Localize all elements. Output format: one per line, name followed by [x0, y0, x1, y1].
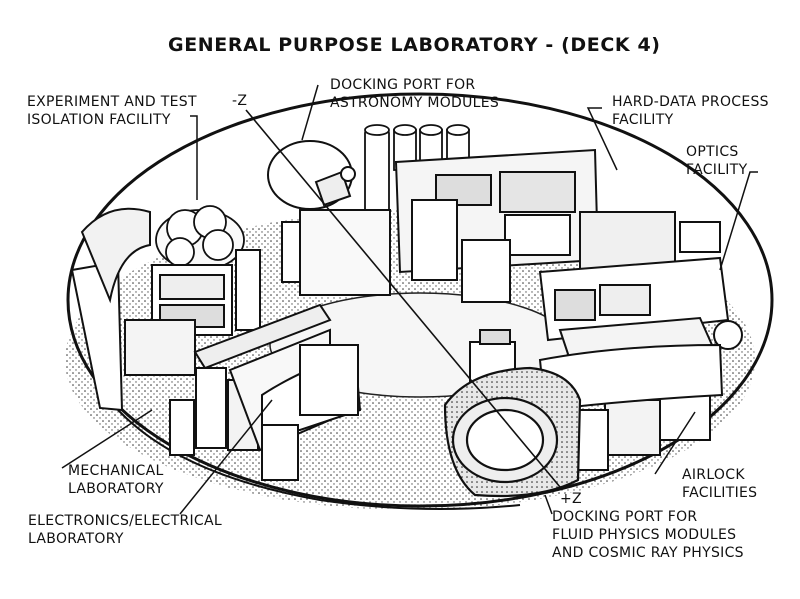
isolation-spheres: [155, 205, 245, 271]
fluid-physics-port: [443, 366, 582, 498]
label-plus-z: +Z: [560, 491, 582, 507]
hard-data-racks: [281, 148, 600, 303]
label-mechanical: MECHANICAL LABORATORY: [68, 463, 164, 497]
mechanical-cabinets: [124, 249, 261, 376]
outer-wall: [66, 92, 774, 508]
label-electronics: ELECTRONICS/ELECTRICAL LABORATORY: [28, 513, 222, 547]
leader-lines: [61, 84, 758, 515]
label-experiment-isolation: EXPERIMENT AND TEST ISOLATION FACILITY: [27, 94, 197, 128]
electronics-bench: [169, 303, 362, 481]
floor-edge: [94, 379, 521, 510]
label-airlock: AIRLOCK FACILITIES: [682, 467, 758, 501]
label-minus-z: -Z: [232, 93, 248, 109]
optics-facility: [538, 211, 743, 362]
label-optics: OPTICS FACILITY: [686, 144, 748, 178]
left-wall-panels: [70, 207, 151, 412]
z-axis-line: [245, 109, 561, 488]
airlock-units: [469, 329, 724, 471]
label-hard-data: HARD-DATA PROCESS FACILITY: [612, 94, 769, 128]
diagram-title: GENERAL PURPOSE LABORATORY - (DECK 4): [168, 34, 661, 56]
astronomy-port: [267, 140, 356, 210]
label-docking-astronomy: DOCKING PORT FOR ASTRONOMY MODULES: [330, 77, 500, 111]
label-docking-fluid: DOCKING PORT FOR FLUID PHYSICS MODULES A…: [552, 509, 744, 561]
